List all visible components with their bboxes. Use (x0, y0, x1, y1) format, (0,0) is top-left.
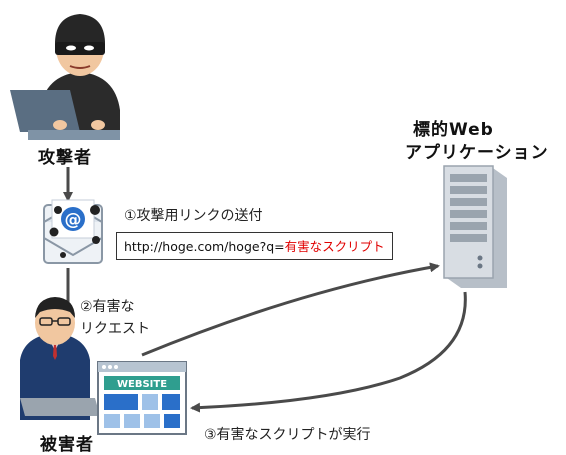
website-logo-text: WEBSITE (117, 379, 167, 390)
browser-window (97, 361, 187, 435)
server-icon (443, 165, 507, 288)
label-step3: ③有害なスクリプトが実行 (204, 427, 371, 443)
virus-icon (49, 205, 100, 258)
label-step2-line2: リクエスト (80, 321, 150, 337)
victim-icon (20, 297, 100, 420)
label-attacker: 攻撃者 (38, 148, 92, 168)
label-target-app-line2: アプリケーション (405, 143, 549, 163)
label-step1: ①攻撃用リンクの送付 (124, 208, 263, 224)
url-payload: 有害なスクリプト (284, 239, 385, 254)
attacker-hands (53, 120, 105, 130)
url-box: http://hoge.com/hoge?q=有害なスクリプト (116, 232, 393, 260)
arrow-victim-to-server (141, 262, 440, 357)
label-victim: 被害者 (40, 435, 94, 455)
label-target-app-line1: 標的Web (413, 120, 494, 140)
url-prefix: http://hoge.com/hoge?q= (124, 239, 285, 254)
svg-text:@: @ (65, 210, 82, 230)
attacker-icon (10, 14, 120, 140)
label-step2-line1: ②有害な (80, 299, 135, 315)
arrow-server-to-browser (190, 291, 467, 413)
